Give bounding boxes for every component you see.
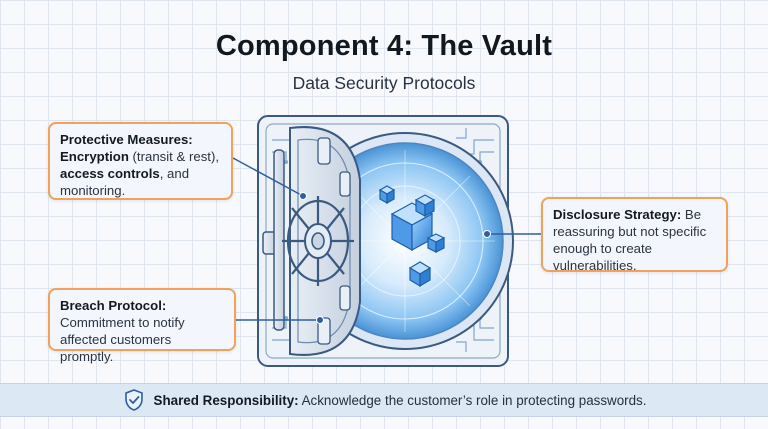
- callout-text: Commitment to notify affected customers …: [60, 315, 185, 364]
- data-cube: [414, 194, 436, 218]
- shield-check-icon: [124, 389, 143, 411]
- callout-label: Disclosure Strategy:: [553, 207, 682, 222]
- connector-lines: [232, 157, 541, 324]
- vault-door: [282, 126, 361, 356]
- data-cube: [426, 233, 446, 253]
- callout-text: , and monitoring.: [60, 166, 190, 198]
- callout-term-encryption: Encryption: [60, 149, 129, 164]
- data-cube-large: [390, 202, 434, 252]
- footer-message: Shared Responsibility: Acknowledge the c…: [154, 393, 647, 408]
- connector-protective: [232, 157, 307, 200]
- footer-text: Acknowledge the customer’s role in prote…: [298, 392, 647, 408]
- callout-breach-protocol: Breach Protocol: Commitment to notify af…: [48, 288, 236, 364]
- connector-breach: [236, 316, 324, 324]
- page-title: Component 4: The Vault: [215, 30, 553, 62]
- callout-label: Protective Measures:: [60, 132, 193, 147]
- data-cube: [378, 185, 396, 205]
- data-cubes: [378, 185, 446, 288]
- callout-protective-measures: Protective Measures: Encryption (transit…: [48, 122, 233, 200]
- footer-label: Shared Responsibility:: [153, 392, 299, 408]
- callout-text: (transit & rest),: [128, 149, 220, 164]
- connector-disclosure: [483, 230, 541, 238]
- callout-label: Breach Protocol:: [60, 298, 167, 313]
- callout-text: Be reassuring but not specific enough to…: [553, 207, 707, 273]
- callout-term-access-controls: access controls: [60, 166, 160, 181]
- callout-disclosure-strategy: Disclosure Strategy: Be reassuring but n…: [541, 197, 728, 273]
- data-cube: [408, 261, 432, 288]
- page-subtitle: Data Security Protocols: [292, 73, 476, 93]
- footer-banner: Shared Responsibility: Acknowledge the c…: [0, 383, 768, 417]
- vault-hinge: [262, 149, 285, 331]
- vault-wheel: [282, 196, 354, 286]
